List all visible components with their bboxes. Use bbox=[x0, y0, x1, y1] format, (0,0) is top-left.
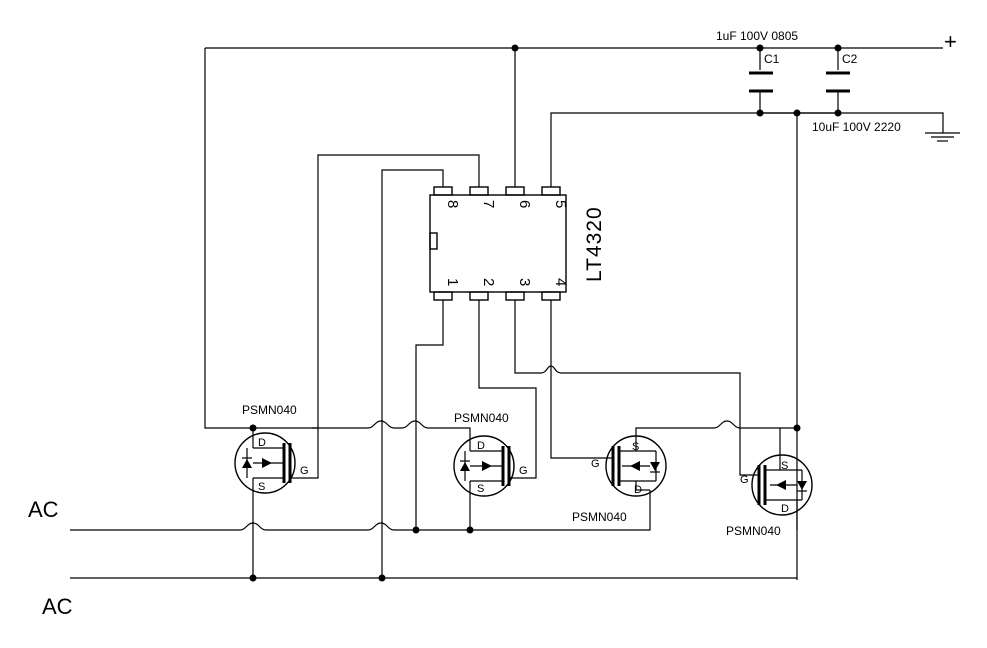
junction-dot bbox=[834, 109, 842, 117]
ic-pin-number: 1 bbox=[444, 278, 461, 286]
positive-output-label: + bbox=[944, 29, 957, 54]
junction-dot bbox=[511, 44, 519, 52]
ground-icon bbox=[925, 132, 960, 142]
junctions bbox=[249, 44, 842, 582]
m4-drain-label: D bbox=[781, 503, 789, 515]
ac-input-label-top: AC bbox=[28, 497, 59, 522]
m2-drain-label: D bbox=[477, 440, 485, 452]
ic-lt4320: 8 7 6 5 1 2 3 4 LT4320 bbox=[429, 186, 606, 301]
c1-value-label: 1uF 100V 0805 bbox=[716, 29, 798, 43]
ic-pin-pad bbox=[541, 291, 561, 301]
wires bbox=[70, 47, 944, 580]
ic-pin-pad bbox=[541, 186, 561, 196]
c1-ref-label: C1 bbox=[764, 52, 780, 66]
m2-part-label: PSMN040 bbox=[454, 411, 509, 425]
ic-pin-pad bbox=[433, 291, 453, 301]
mosfet-m4: S D G PSMN040 bbox=[726, 452, 813, 538]
m4-source-label: S bbox=[781, 460, 788, 472]
ic-pin-pad bbox=[505, 186, 525, 196]
junction-dot bbox=[834, 44, 842, 52]
c2-ref-label: C2 bbox=[842, 52, 858, 66]
capacitor-c2: C2 10uF 100V 2220 bbox=[812, 52, 901, 134]
ic-pin-pad bbox=[433, 186, 453, 196]
junction-dot bbox=[412, 526, 420, 534]
ic-pin-pad bbox=[469, 291, 489, 301]
mosfet-m1: D S G PSMN040 bbox=[234, 403, 309, 494]
ic-pin-number: 3 bbox=[516, 278, 533, 286]
ic-pin-number: 5 bbox=[552, 200, 569, 208]
m2-gate-label: G bbox=[519, 465, 528, 477]
junction-dot bbox=[466, 526, 474, 534]
ac-input-label-bottom: AC bbox=[42, 594, 73, 619]
junction-dot bbox=[249, 574, 257, 582]
junction-dot bbox=[793, 424, 801, 432]
m3-part-label: PSMN040 bbox=[572, 510, 627, 524]
mosfet-m3: S D G PSMN040 bbox=[572, 435, 667, 524]
m4-part-label: PSMN040 bbox=[726, 524, 781, 538]
junction-dot bbox=[793, 109, 801, 117]
ic-pin-number: 8 bbox=[444, 200, 461, 208]
junction-dot bbox=[378, 574, 386, 582]
m3-gate-label: G bbox=[591, 458, 600, 470]
ic-pin-number: 6 bbox=[516, 200, 533, 208]
m1-gate-label: G bbox=[300, 465, 309, 477]
ic-pin-number: 2 bbox=[480, 278, 497, 286]
junction-dot bbox=[756, 44, 764, 52]
ic-part-label: LT4320 bbox=[583, 206, 606, 282]
m3-source-label: S bbox=[632, 441, 639, 453]
junction-dot bbox=[756, 109, 764, 117]
mosfet-m2: D S G PSMN040 bbox=[453, 411, 528, 497]
ic-pin-number: 4 bbox=[552, 278, 569, 286]
ic-pin-pad bbox=[505, 291, 525, 301]
m4-gate-label: G bbox=[740, 474, 749, 486]
m1-source-label: S bbox=[258, 481, 265, 493]
capacitor-c1: C1 1uF 100V 0805 bbox=[716, 29, 798, 95]
m3-drain-label: D bbox=[634, 484, 642, 496]
m1-drain-label: D bbox=[258, 437, 266, 449]
ic-pin-pad bbox=[469, 186, 489, 196]
m1-part-label: PSMN040 bbox=[242, 403, 297, 417]
ic-pin-number: 7 bbox=[480, 200, 497, 208]
ic-notch bbox=[429, 232, 438, 250]
c2-value-label: 10uF 100V 2220 bbox=[812, 120, 901, 134]
m2-source-label: S bbox=[477, 483, 484, 495]
